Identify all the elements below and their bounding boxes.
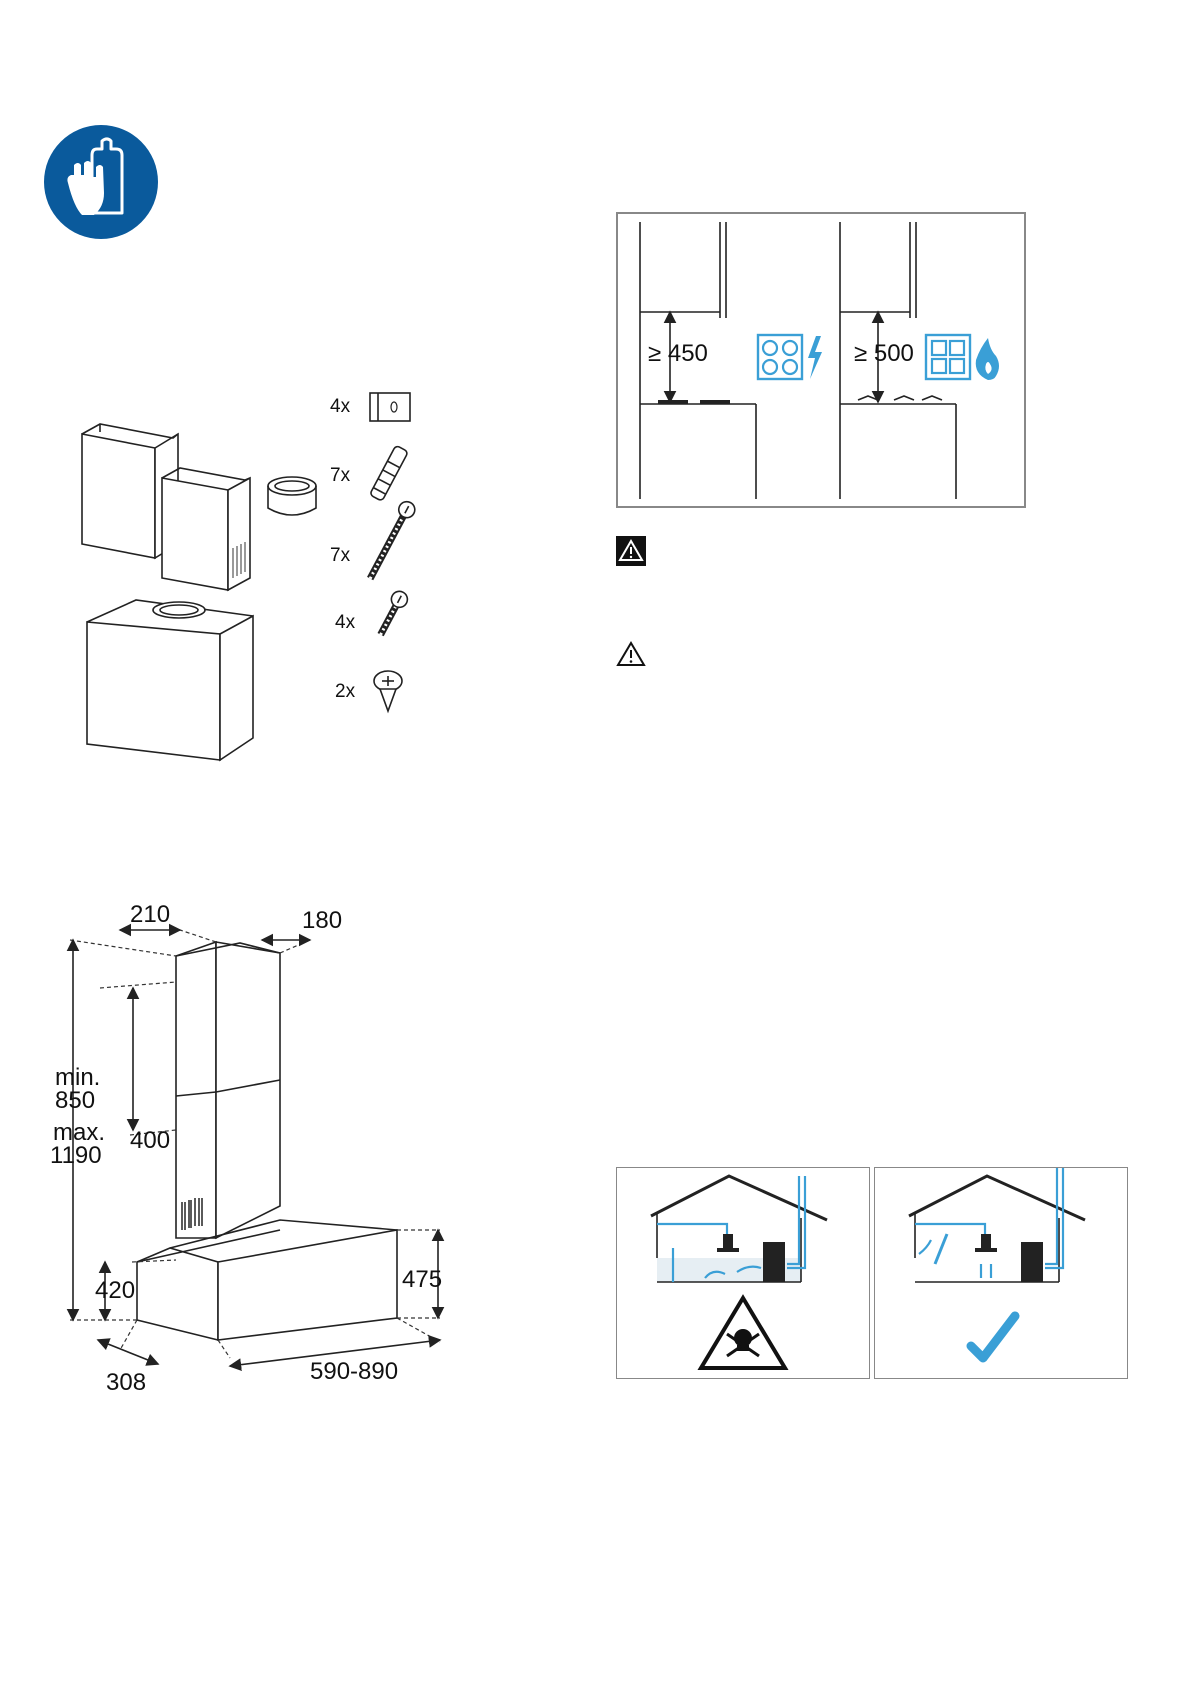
qty-pan-screws: 2x [335, 681, 356, 702]
induction-hob-icon [756, 333, 804, 381]
long-screw-icon [367, 500, 416, 581]
gas-flame-icon [975, 338, 999, 380]
ventilation-wrong-panel [616, 1167, 870, 1379]
qty-brackets: 4x [330, 396, 351, 417]
hood-body [86, 599, 254, 762]
parts-illustration [70, 410, 390, 790]
dim-hood-depth: 308 [106, 1369, 146, 1396]
hardware-list: 4x 7x 7x 4x 2x [330, 385, 450, 745]
qty-long-screws: 7x [330, 545, 351, 566]
dim-min-label: min. [55, 1064, 100, 1091]
warning-icon [616, 536, 646, 566]
dowel-icon [370, 445, 408, 501]
dim-base-height: 420 [95, 1277, 135, 1304]
clearance-electric-value: ≥ 450 [648, 340, 708, 367]
short-screw-icon [377, 590, 409, 637]
chimney-lower-part [161, 467, 251, 592]
clearance-diagram: ≥ 450 ≥ 500 [616, 212, 1026, 508]
warning-outline-icon [616, 640, 646, 668]
air-duct-ring [267, 476, 317, 516]
dim-hood-width: 590-890 [310, 1358, 398, 1385]
clearance-gas-value: ≥ 500 [854, 340, 914, 367]
dim-max-value: 1190 [50, 1142, 102, 1169]
dimension-drawing: 210 180 min. 850 max. 1190 400 420 475 3… [40, 880, 460, 1396]
qty-short-screws: 4x [335, 612, 356, 633]
dim-hood-height: 475 [402, 1266, 442, 1293]
electric-bolt-icon [808, 336, 822, 379]
bracket-icon [369, 392, 411, 422]
dim-width-top: 210 [130, 901, 170, 928]
checkmark-icon [966, 1311, 1020, 1363]
dim-chimney-height: 400 [130, 1127, 170, 1154]
gas-hob-icon [924, 333, 972, 381]
pan-screw-icon [373, 670, 403, 714]
ventilation-correct-panel [874, 1167, 1128, 1379]
qty-dowels: 7x [330, 465, 351, 486]
gloves-icon [44, 125, 158, 239]
dim-max-label: max. [53, 1119, 105, 1146]
dim-min-value: 850 [55, 1087, 95, 1114]
dim-depth-top: 180 [302, 907, 342, 934]
skull-icon [697, 1294, 789, 1370]
